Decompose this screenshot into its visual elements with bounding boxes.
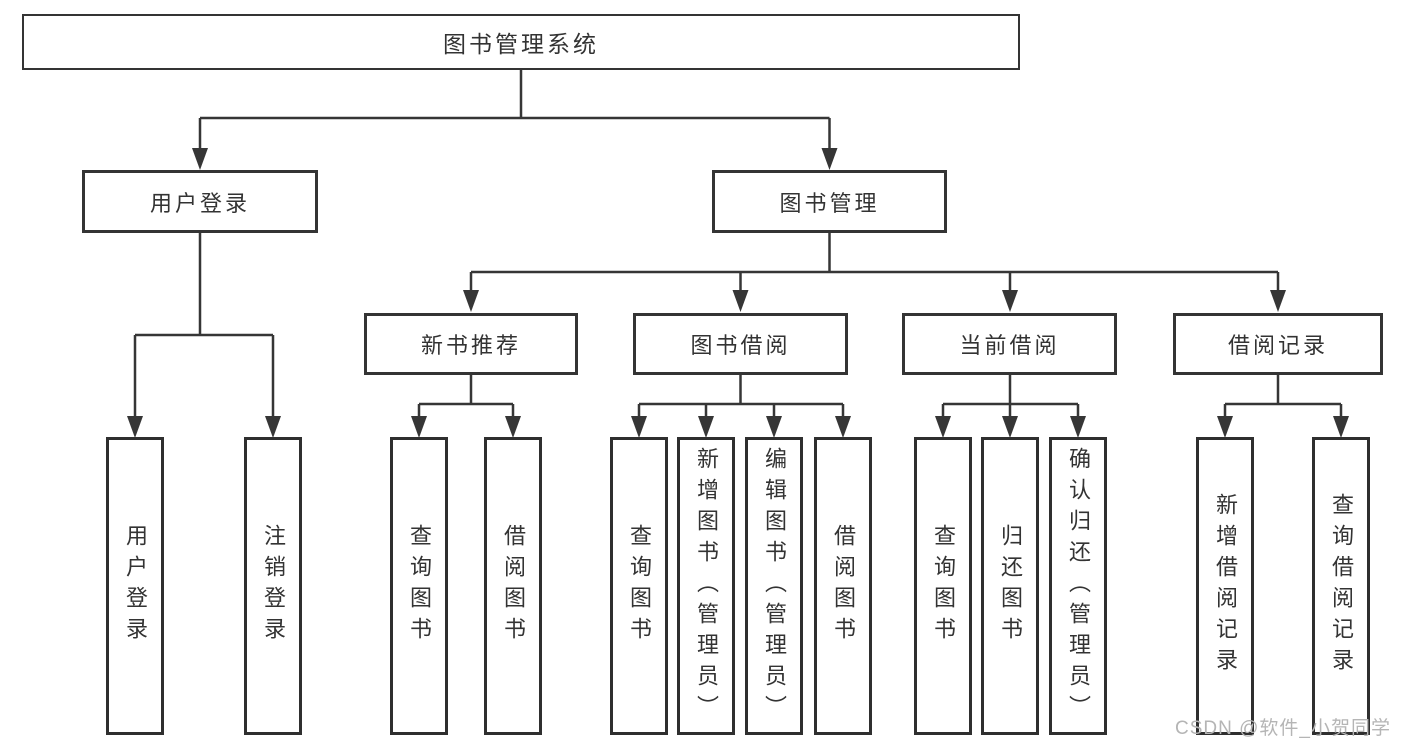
node-leaf-recommend-query-book-label: 查询图书 bbox=[407, 524, 432, 648]
node-leaf-recommend-borrow-book-label: 借阅图书 bbox=[501, 524, 526, 648]
node-leaf-confirm-return-admin-label: 确认归还（管理员） bbox=[1066, 446, 1091, 726]
node-root: 图书管理系统 bbox=[22, 14, 1020, 70]
node-leaf-borrow-book: 借阅图书 bbox=[814, 437, 872, 735]
node-leaf-add-borrow-record: 新增借阅记录 bbox=[1196, 437, 1254, 735]
node-leaf-query-borrow-record-label: 查询借阅记录 bbox=[1329, 493, 1354, 679]
node-current-borrow-label: 当前借阅 bbox=[959, 333, 1060, 358]
node-new-book-recommend: 新书推荐 bbox=[364, 313, 578, 375]
node-leaf-recommend-borrow-book: 借阅图书 bbox=[484, 437, 542, 735]
node-user-login: 用户登录 bbox=[82, 170, 318, 233]
node-current-borrow: 当前借阅 bbox=[902, 313, 1117, 375]
node-leaf-add-book-admin-label: 新增图书（管理员） bbox=[694, 446, 719, 726]
node-leaf-borrow-query-book-label: 查询图书 bbox=[627, 524, 652, 648]
node-leaf-borrow-book-label: 借阅图书 bbox=[831, 524, 856, 648]
node-root-label: 图书管理系统 bbox=[443, 31, 599, 57]
node-leaf-user-login: 用户登录 bbox=[106, 437, 164, 735]
node-book-management-label: 图书管理 bbox=[779, 190, 880, 216]
node-leaf-return-book: 归还图书 bbox=[981, 437, 1039, 735]
node-leaf-add-book-admin: 新增图书（管理员） bbox=[677, 437, 735, 735]
node-leaf-user-login-label: 用户登录 bbox=[123, 524, 148, 648]
node-leaf-edit-book-admin-label: 编辑图书（管理员） bbox=[762, 446, 787, 726]
node-leaf-edit-book-admin: 编辑图书（管理员） bbox=[745, 437, 803, 735]
node-book-borrow: 图书借阅 bbox=[633, 313, 848, 375]
node-leaf-current-query-book-label: 查询图书 bbox=[931, 524, 956, 648]
node-leaf-add-borrow-record-label: 新增借阅记录 bbox=[1213, 493, 1238, 679]
node-borrow-record: 借阅记录 bbox=[1173, 313, 1383, 375]
node-leaf-return-book-label: 归还图书 bbox=[998, 524, 1023, 648]
node-user-login-label: 用户登录 bbox=[149, 190, 250, 216]
node-leaf-confirm-return-admin: 确认归还（管理员） bbox=[1049, 437, 1107, 735]
node-new-book-recommend-label: 新书推荐 bbox=[420, 333, 521, 358]
node-leaf-current-query-book: 查询图书 bbox=[914, 437, 972, 735]
node-leaf-borrow-query-book: 查询图书 bbox=[610, 437, 668, 735]
node-leaf-logout-label: 注销登录 bbox=[261, 524, 286, 648]
node-book-borrow-label: 图书借阅 bbox=[690, 333, 791, 358]
node-leaf-recommend-query-book: 查询图书 bbox=[390, 437, 448, 735]
node-leaf-logout: 注销登录 bbox=[244, 437, 302, 735]
node-book-management: 图书管理 bbox=[712, 170, 947, 233]
node-leaf-query-borrow-record: 查询借阅记录 bbox=[1312, 437, 1370, 735]
node-borrow-record-label: 借阅记录 bbox=[1227, 333, 1328, 358]
csdn-watermark: CSDN @软件_小贺同学 bbox=[1175, 718, 1391, 739]
